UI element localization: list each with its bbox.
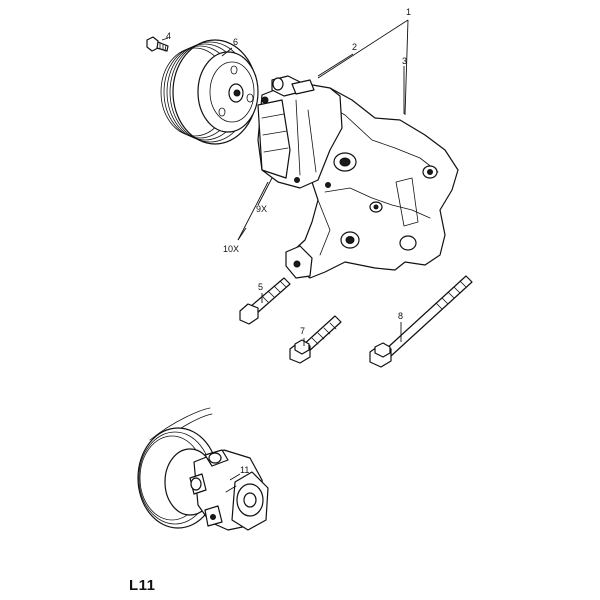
pulley bbox=[160, 39, 259, 145]
callout-5: 5 bbox=[258, 282, 263, 292]
bolt-8 bbox=[369, 275, 473, 368]
callout-1: 1 bbox=[406, 7, 411, 17]
pump-body bbox=[257, 75, 343, 189]
pump-detail-view bbox=[137, 407, 269, 531]
callout-8: 8 bbox=[398, 311, 403, 321]
callout-2: 2 bbox=[352, 42, 357, 52]
callout-11: 11 bbox=[240, 465, 249, 475]
bolt-4 bbox=[146, 36, 169, 52]
bolt-5 bbox=[239, 277, 291, 325]
callout-7: 7 bbox=[300, 326, 305, 336]
callout-4: 4 bbox=[166, 31, 171, 41]
callout-9x: 9X bbox=[256, 204, 267, 214]
callout-10x: 10X bbox=[223, 244, 239, 254]
bolt-7 bbox=[289, 315, 342, 364]
diagram-caption: L11 bbox=[129, 577, 156, 594]
leader-lines bbox=[161, 19, 409, 481]
callout-6: 6 bbox=[233, 37, 238, 47]
callout-3: 3 bbox=[402, 56, 407, 66]
